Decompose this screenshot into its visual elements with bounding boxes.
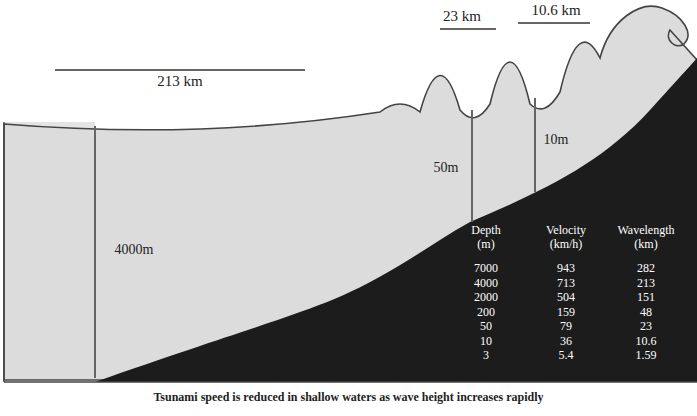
seabed	[95, 58, 697, 382]
table-cell: 4000	[474, 277, 498, 291]
wavelength-bar	[518, 22, 590, 23]
dimension-label: 23 km	[443, 8, 481, 25]
table-cell: 5.4	[559, 349, 574, 363]
depth-line	[94, 126, 96, 378]
table-header: Wavelength (km)	[610, 224, 682, 252]
table-cell: 23	[640, 320, 652, 334]
depth-line	[534, 98, 536, 192]
wavelength-bar	[440, 28, 496, 29]
depth-line	[471, 110, 473, 222]
table-cell: 200	[477, 306, 495, 320]
table-cell: 10.6	[636, 335, 657, 349]
table-cell: 159	[557, 306, 575, 320]
table-cell: 50	[480, 320, 492, 334]
table-cell: 3	[483, 349, 489, 363]
table-cell: 48	[640, 306, 652, 320]
table-cell: 79	[560, 320, 572, 334]
table-cell: 10	[480, 335, 492, 349]
table-header: Velocity (km/h)	[537, 224, 595, 252]
table-cell: 7000	[474, 262, 498, 276]
table-cell: 213	[637, 277, 655, 291]
table-cell: 943	[557, 262, 575, 276]
dimension-label: 10m	[544, 132, 569, 148]
table-header: Depth (m)	[466, 224, 506, 252]
caption: Tsunami speed is reduced in shallow wate…	[0, 390, 697, 405]
table-cell: 282	[637, 262, 655, 276]
table-cell: 1.59	[636, 349, 657, 363]
table-cell: 36	[560, 335, 572, 349]
dimension-label: 50m	[434, 160, 459, 176]
table-cell: 504	[557, 291, 575, 305]
water-edge	[3, 122, 4, 382]
dimension-label: 10.6 km	[531, 2, 580, 19]
table-cell: 713	[557, 277, 575, 291]
dimension-label: 4000m	[115, 242, 154, 258]
dimension-label: 213 km	[157, 73, 202, 90]
wavelength-bar	[55, 69, 305, 70]
table-cell: 2000	[474, 291, 498, 305]
table-cell: 151	[637, 291, 655, 305]
bottom-edge	[4, 381, 697, 382]
